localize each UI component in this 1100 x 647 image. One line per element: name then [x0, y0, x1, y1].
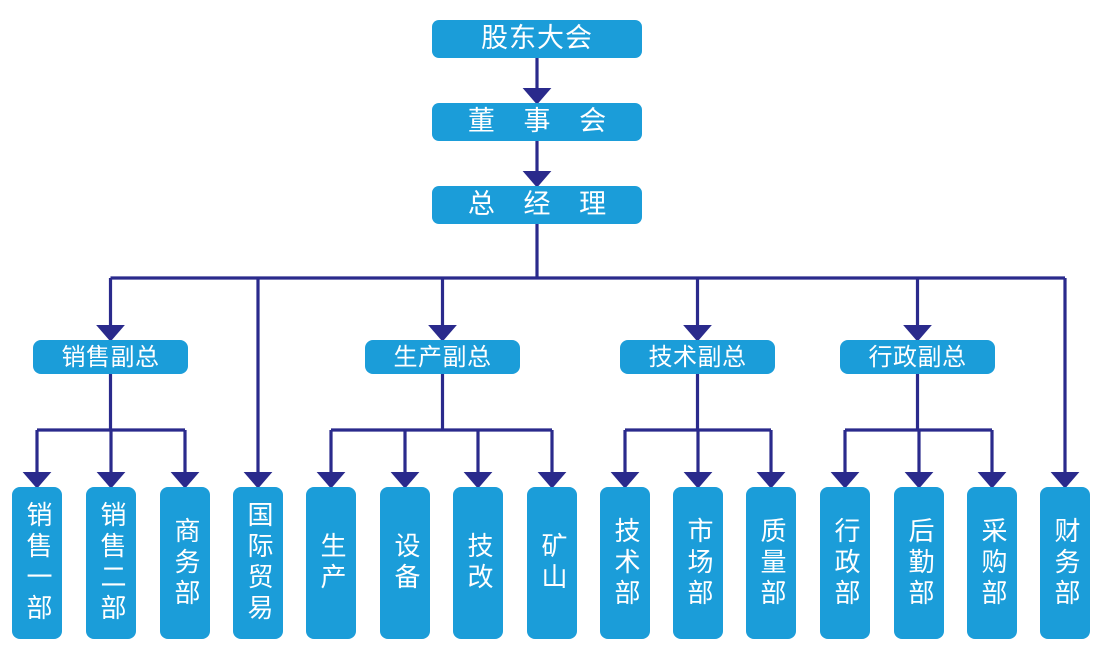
node-label-dept-procurement: 采购部: [977, 516, 1007, 610]
node-dept-international-trade[interactable]: 国际贸易: [233, 487, 283, 639]
node-label-dept-finance: 财务部: [1050, 516, 1080, 610]
node-vp-administration[interactable]: 行政副总: [840, 340, 995, 374]
node-dept-quality[interactable]: 质量部: [746, 487, 796, 639]
node-label-dept-quality: 质量部: [756, 516, 786, 610]
node-dept-logistics[interactable]: 后勤部: [894, 487, 944, 639]
node-dept-sales-2[interactable]: 销售二部: [86, 487, 136, 639]
node-label-dept-sales-1: 销售一部: [22, 501, 52, 625]
node-dept-business[interactable]: 商务部: [160, 487, 210, 639]
node-label-dept-tech-reform: 技改: [463, 532, 493, 594]
node-label-shareholders: 股东大会: [481, 22, 593, 54]
node-label-gm: 总 经 理: [467, 188, 617, 220]
node-dept-sales-1[interactable]: 销售一部: [12, 487, 62, 639]
node-dept-mine[interactable]: 矿山: [527, 487, 577, 639]
node-vp-production[interactable]: 生产副总: [365, 340, 520, 374]
node-label-dept-technology: 技术部: [610, 516, 640, 610]
node-vp-sales[interactable]: 销售副总: [33, 340, 188, 374]
node-label-vp-technology: 技术副总: [648, 342, 747, 371]
node-label-board: 董 事 会: [467, 105, 617, 137]
node-dept-finance[interactable]: 财务部: [1040, 487, 1090, 639]
node-label-dept-business: 商务部: [170, 516, 200, 610]
node-label-dept-logistics: 后勤部: [904, 516, 934, 610]
node-gm[interactable]: 总 经 理: [432, 186, 642, 224]
node-dept-administration[interactable]: 行政部: [820, 487, 870, 639]
node-dept-technology[interactable]: 技术部: [600, 487, 650, 639]
node-label-vp-sales: 销售副总: [61, 342, 160, 371]
node-dept-marketing[interactable]: 市场部: [673, 487, 723, 639]
node-label-dept-administration: 行政部: [830, 516, 860, 610]
node-vp-technology[interactable]: 技术副总: [620, 340, 775, 374]
node-label-dept-equipment: 设备: [390, 532, 420, 594]
node-dept-production[interactable]: 生产: [306, 487, 356, 639]
node-label-dept-sales-2: 销售二部: [96, 501, 126, 625]
node-dept-procurement[interactable]: 采购部: [967, 487, 1017, 639]
node-label-vp-production: 生产副总: [393, 342, 492, 371]
node-label-dept-international-trade: 国际贸易: [243, 501, 273, 625]
node-label-vp-administration: 行政副总: [868, 342, 967, 371]
node-board[interactable]: 董 事 会: [432, 103, 642, 141]
node-label-dept-mine: 矿山: [537, 532, 567, 594]
node-label-dept-production: 生产: [316, 532, 346, 594]
node-shareholders[interactable]: 股东大会: [432, 20, 642, 58]
node-label-dept-marketing: 市场部: [683, 516, 713, 610]
node-dept-tech-reform[interactable]: 技改: [453, 487, 503, 639]
node-dept-equipment[interactable]: 设备: [380, 487, 430, 639]
